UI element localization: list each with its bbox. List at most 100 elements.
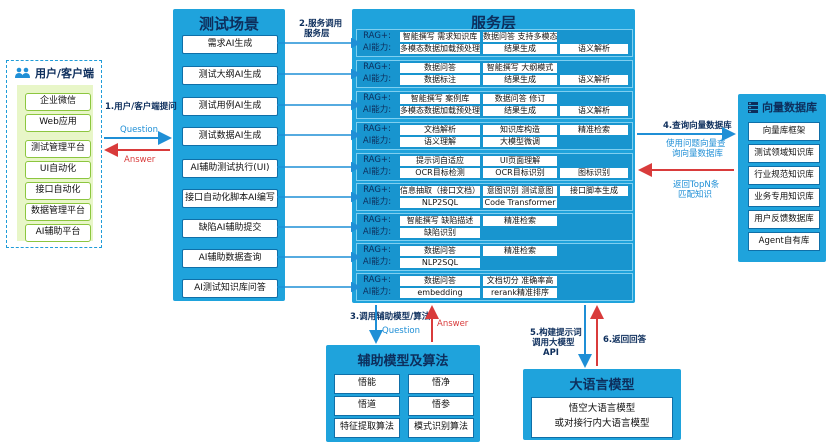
llm-title: 大语言模型	[569, 378, 635, 393]
rag-label: RAG+:	[363, 93, 391, 103]
llm-line-1: 悟空大语言模型	[568, 403, 636, 414]
ai-capability-cell[interactable]: Code Transformer	[483, 198, 557, 208]
vdb-item-test-kb[interactable]: 测试领域知识库	[748, 144, 820, 163]
vdb-item-framework[interactable]: 向量库框架	[748, 122, 820, 141]
rag-capability-cell[interactable]: 文档解析	[400, 125, 480, 135]
scenario-defect[interactable]: 缺陷AI辅助提交	[182, 219, 278, 238]
rag-capability-cell[interactable]: 提示词自适应	[400, 156, 480, 166]
ai-capability-cell[interactable]: OCR目标识别	[483, 168, 557, 178]
rag-capability-cell[interactable]: 智能撰写 大纲模式	[483, 63, 557, 73]
scenario-testdata[interactable]: 测试数据AI生成	[182, 127, 278, 146]
aux-title: 辅助模型及算法	[357, 354, 449, 369]
service-row: RAG+:AI能力:智能撰写 需求知识库数据问答 支持多模态多模态数据加载预处理…	[356, 29, 633, 57]
ai-capability-cell[interactable]: 语义解析	[560, 44, 628, 54]
scenarios-title: 测试场景	[198, 15, 259, 33]
rag-label: RAG+:	[363, 245, 391, 255]
rag-capability-cell[interactable]: 智能撰写 案例库	[400, 94, 480, 104]
client-item-ai-platform[interactable]: AI辅助平台	[25, 224, 91, 242]
client-item-web[interactable]: Web应用	[25, 114, 91, 132]
ai-capability-cell[interactable]: 图标识别	[560, 168, 628, 178]
flow-4-label: 4.查询向量数据库	[663, 121, 732, 131]
client-item-ui-auto[interactable]: UI自动化	[25, 161, 91, 179]
rag-capability-cell[interactable]: 文档切分 准确率高	[483, 276, 557, 286]
return-topn-label-2: 匹配知识	[678, 190, 713, 200]
ai-capability-cell[interactable]: 缺陷识别	[400, 228, 480, 238]
ai-capability-cell[interactable]: 结果生成	[483, 44, 557, 54]
use-vector-label-1: 使用问题向量查	[666, 139, 726, 149]
answer-label-left: Answer	[124, 155, 156, 165]
ai-capability-label: AI能力:	[362, 136, 392, 146]
flow-5-label-b: 调用大模型	[532, 338, 575, 348]
ai-capability-cell[interactable]: 语义解析	[560, 75, 628, 85]
scenario-ui-exec[interactable]: AI辅助测试执行(UI)	[182, 159, 278, 178]
vdb-item-industry-kb[interactable]: 行业规范知识库	[748, 166, 820, 185]
rag-label: RAG+:	[363, 155, 391, 165]
ai-capability-cell[interactable]: NLP2SQL	[400, 258, 480, 268]
scenario-testcase[interactable]: 测试用例AI生成	[182, 97, 278, 116]
ai-capability-cell[interactable]: 语义解析	[560, 106, 628, 116]
flow-6-label: 6.返回回答	[603, 335, 647, 345]
aux-item-wucan[interactable]: 悟参	[408, 396, 474, 416]
vdb-item-business-kb[interactable]: 业务专用知识库	[748, 188, 820, 207]
ai-capability-label: AI能力:	[362, 287, 392, 297]
question-label-left: Question	[120, 125, 159, 135]
ai-capability-cell[interactable]: OCR目标检测	[400, 168, 480, 178]
flow-2-label-a: 2.服务调用	[299, 19, 343, 29]
ai-capability-cell[interactable]: 多模态数据加载预处理	[400, 44, 480, 54]
ai-capability-cell[interactable]: 大模型微调	[483, 137, 557, 147]
aux-item-pattern-recog[interactable]: 模式识别算法	[408, 418, 474, 438]
rag-capability-cell[interactable]: 知识库构造	[483, 125, 557, 135]
rag-capability-cell[interactable]: UI页面理解	[483, 156, 557, 166]
llm-model-box[interactable]: 悟空大语言模型 或对接行内大语言模型	[531, 397, 673, 438]
flow-1-label: 1.用户/客户端提问	[105, 102, 177, 112]
vdb-item-feedback-db[interactable]: 用户反馈数据库	[748, 210, 820, 229]
rag-capability-cell[interactable]: 智能撰写 缺陷描述	[400, 216, 480, 226]
rag-capability-cell[interactable]: 数据问答	[400, 63, 480, 73]
rag-capability-cell[interactable]: 精准检索	[483, 216, 557, 226]
rag-capability-cell[interactable]: 数据问答	[400, 276, 480, 286]
aux-item-wujing[interactable]: 悟净	[408, 374, 474, 394]
ai-capability-cell[interactable]: 结果生成	[483, 106, 557, 116]
ai-capability-cell[interactable]: embedding	[400, 288, 480, 298]
aux-item-feature-extract[interactable]: 特征提取算法	[334, 418, 400, 438]
scenario-data-query[interactable]: AI辅助数据查询	[182, 249, 278, 268]
scenarios-panel: 测试场景 需求AI生成 测试大纲AI生成 测试用例AI生成 测试数据AI生成 A…	[173, 9, 285, 301]
ai-capability-cell[interactable]: 结果生成	[483, 75, 557, 85]
client-item-api-auto[interactable]: 接口自动化	[25, 182, 91, 200]
rag-capability-cell[interactable]: 意图识别 测试意图	[483, 186, 557, 196]
client-item-wecom[interactable]: 企业微信	[25, 93, 91, 111]
client-title: 用户/客户端	[7, 65, 101, 81]
ai-capability-label: AI能力:	[362, 227, 392, 237]
answer-label-bottom: Answer	[437, 319, 469, 329]
rag-capability-cell[interactable]: 精准检索	[560, 125, 628, 135]
rag-capability-cell[interactable]: 接口脚本生成	[560, 186, 628, 196]
ai-capability-cell[interactable]: rerank精准排序	[483, 288, 557, 298]
rag-capability-cell[interactable]: 精准检索	[483, 246, 557, 256]
scenario-outline[interactable]: 测试大纲AI生成	[182, 66, 278, 85]
vdb-item-agent-db[interactable]: Agent自有库	[748, 232, 820, 251]
client-item-data-mgmt[interactable]: 数据管理平台	[25, 203, 91, 221]
scenario-api-script[interactable]: 接口自动化脚本AI编写	[182, 189, 278, 208]
vector-db-panel: 向量数据库 向量库框架 测试领域知识库 行业规范知识库 业务专用知识库 用户反馈…	[738, 94, 826, 262]
scenario-requirement[interactable]: 需求AI生成	[182, 35, 278, 54]
aux-item-wuneng[interactable]: 悟能	[334, 374, 400, 394]
service-title: 服务层	[470, 14, 516, 32]
rag-capability-cell[interactable]: 数据问答 支持多模态	[483, 32, 557, 42]
rag-label: RAG+:	[363, 124, 391, 134]
ai-capability-cell[interactable]: 语义理解	[400, 137, 480, 147]
ai-capability-cell[interactable]: NLP2SQL	[400, 198, 480, 208]
aux-item-wudao[interactable]: 悟道	[334, 396, 400, 416]
service-call-arrows	[277, 37, 362, 293]
ai-capability-cell[interactable]: 数据标注	[400, 75, 480, 85]
use-vector-label-2: 询向量数据库	[672, 149, 724, 159]
rag-capability-cell[interactable]: 信息抽取（接口文档）	[400, 186, 480, 196]
scenario-kb-qa[interactable]: AI测试知识库问答	[182, 279, 278, 298]
rag-capability-cell[interactable]: 智能撰写 需求知识库	[400, 32, 480, 42]
ai-capability-cell[interactable]: 多模态数据加载预处理	[400, 106, 480, 116]
client-item-test-mgmt[interactable]: 测试管理平台	[25, 140, 91, 158]
rag-capability-cell[interactable]: 数据问答 修订	[483, 94, 557, 104]
rag-capability-cell[interactable]: 数据问答	[400, 246, 480, 256]
client-panel: 用户/客户端 企业微信 Web应用 测试管理平台 UI自动化 接口自动化 数据管…	[6, 60, 102, 248]
